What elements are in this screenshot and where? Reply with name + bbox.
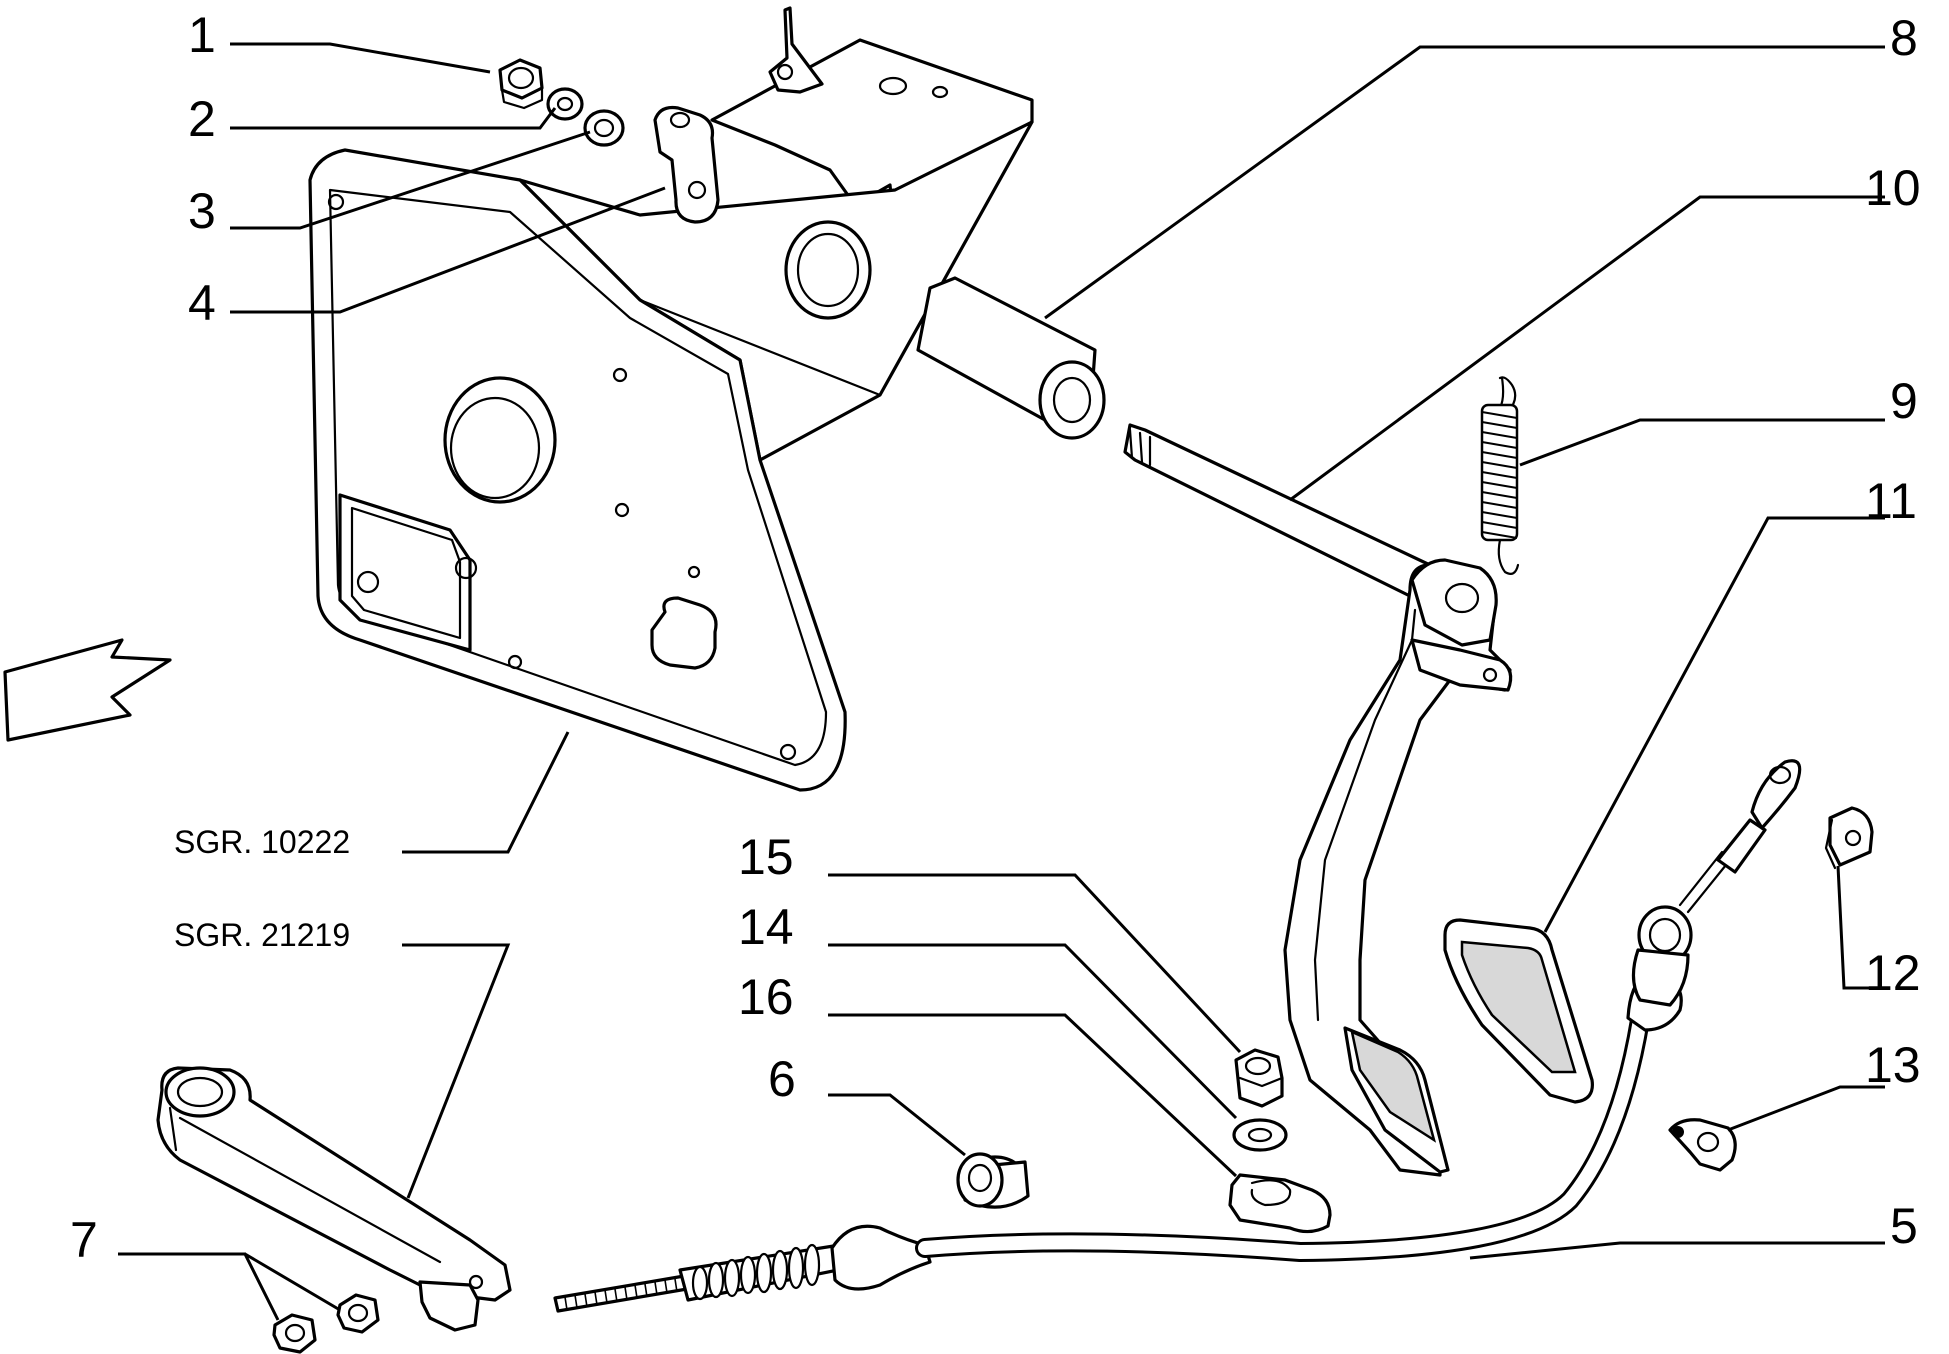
release-lever bbox=[156, 1066, 512, 1332]
callout-7: 7 bbox=[70, 1212, 98, 1268]
callout-10: 10 bbox=[1865, 160, 1921, 216]
callout-9: 9 bbox=[1890, 373, 1918, 429]
nut-part-7b bbox=[336, 1293, 380, 1334]
callout-4: 4 bbox=[188, 275, 216, 331]
callout-3: 3 bbox=[188, 183, 216, 239]
callout-15: 15 bbox=[738, 829, 794, 885]
callout-labels: 1 2 3 4 8 10 9 11 12 13 5 15 14 16 6 7 S… bbox=[70, 7, 1921, 1268]
callout-6: 6 bbox=[768, 1051, 796, 1107]
pedal-bracket bbox=[308, 6, 1034, 792]
nut-part-15 bbox=[1234, 1048, 1284, 1108]
clutch-pedal-part-10 bbox=[1123, 423, 1513, 1177]
spring-washer-part-2 bbox=[546, 87, 584, 121]
grommet-part-6 bbox=[956, 1152, 1030, 1209]
pivot-bush-part-8 bbox=[916, 276, 1106, 440]
callout-5: 5 bbox=[1890, 1198, 1918, 1254]
callout-14: 14 bbox=[738, 899, 794, 955]
reference-sgr-10222: SGR. 10222 bbox=[174, 824, 350, 860]
reference-sgr-21219: SGR. 21219 bbox=[174, 917, 350, 953]
callout-8: 8 bbox=[1890, 10, 1918, 66]
callout-13: 13 bbox=[1865, 1037, 1921, 1093]
cable-holder-part-16 bbox=[1228, 1173, 1332, 1234]
washer-part-14 bbox=[1232, 1118, 1288, 1152]
callout-1: 1 bbox=[188, 7, 216, 63]
callout-2: 2 bbox=[188, 91, 216, 147]
callout-16: 16 bbox=[738, 969, 794, 1025]
return-spring-part-9 bbox=[1480, 376, 1520, 575]
bracket-clip-part-4 bbox=[653, 105, 720, 224]
cable-clamp-part-13 bbox=[1668, 1118, 1737, 1172]
leader-lines bbox=[118, 42, 1885, 1321]
direction-arrow-icon bbox=[3, 638, 172, 742]
nut-part-7a bbox=[272, 1313, 317, 1354]
clutch-cable-part-5 bbox=[553, 759, 1802, 1313]
nut-part-1 bbox=[498, 58, 544, 110]
pedal-pad-part-11 bbox=[1443, 918, 1594, 1104]
callout-11: 11 bbox=[1865, 473, 1917, 529]
flat-washer-part-3 bbox=[583, 109, 625, 147]
callout-12: 12 bbox=[1865, 945, 1921, 1001]
clip-part-12 bbox=[1824, 806, 1874, 870]
